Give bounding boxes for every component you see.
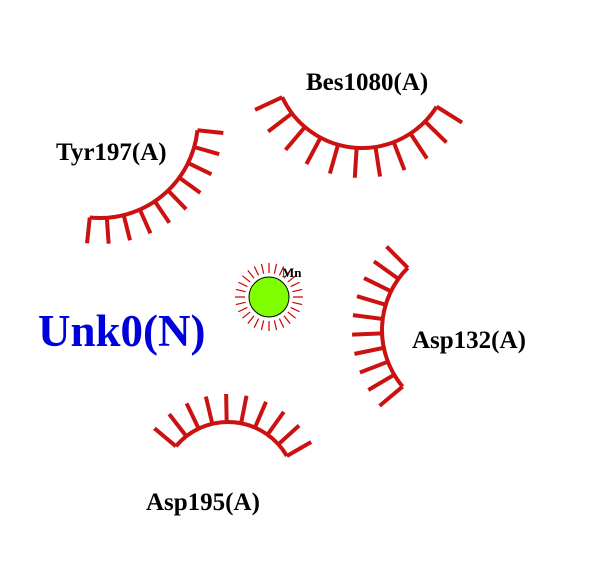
contact-tick <box>352 331 383 337</box>
metal-ray <box>273 320 278 331</box>
metal-ray <box>283 315 291 324</box>
contact-tick <box>391 141 407 171</box>
metal-rays <box>235 263 303 331</box>
metal-ray <box>242 311 251 319</box>
contact-tick <box>304 136 323 166</box>
contact-tick <box>203 396 215 425</box>
contact-tick <box>277 424 301 446</box>
contact-tick <box>239 395 249 424</box>
arc-asp132 <box>352 245 410 408</box>
contact-arc <box>280 96 439 150</box>
contact-tick <box>187 161 213 177</box>
metal-ray <box>287 311 296 319</box>
metal-ray <box>238 281 248 288</box>
residue-label-bes1080: Bes1080(A) <box>306 69 428 96</box>
metal-label: Mn <box>282 265 302 280</box>
contact-arc <box>380 266 410 388</box>
metal-ray <box>283 270 291 279</box>
contact-tick <box>224 393 229 423</box>
contact-tick <box>435 104 464 125</box>
contact-tick <box>184 402 201 430</box>
contact-tick <box>167 412 188 438</box>
contact-tick <box>352 147 359 178</box>
contact-tick <box>193 145 220 157</box>
contact-arc <box>174 420 289 458</box>
metal-ray <box>253 318 260 328</box>
contact-tick <box>265 410 286 436</box>
contact-tick <box>373 146 383 177</box>
contact-tick <box>138 208 153 235</box>
ligand-label: Unk0(N) <box>38 306 206 356</box>
contact-arc <box>89 130 200 220</box>
contact-tick <box>327 144 340 175</box>
contact-tick <box>153 200 171 224</box>
contact-tick <box>408 132 429 160</box>
residue-label-asp195: Asp195(A) <box>146 489 260 516</box>
contact-tick <box>253 401 268 429</box>
contact-tick <box>352 313 383 321</box>
metal-ray <box>292 301 303 306</box>
contact-tick <box>266 111 294 134</box>
contact-tick <box>85 217 92 244</box>
contact-tick <box>354 345 385 356</box>
metal-ray <box>235 301 246 306</box>
contact-tick <box>121 214 132 241</box>
arc-bes1080 <box>254 95 464 178</box>
contact-tick <box>359 359 389 375</box>
metal-ray <box>292 288 303 293</box>
contact-tick <box>197 128 224 135</box>
contact-tick <box>104 217 111 244</box>
metal-ray <box>242 275 251 283</box>
contact-tick <box>356 294 387 307</box>
contact-tick <box>285 440 313 458</box>
metal-atom <box>248 276 290 318</box>
metal-ray <box>278 318 285 328</box>
contact-tick <box>166 189 188 211</box>
contact-tick <box>423 120 448 144</box>
contact-tick <box>153 426 178 448</box>
contact-tick <box>178 175 202 195</box>
metal-ray <box>253 266 260 276</box>
contact-tick <box>367 373 396 392</box>
contact-tick <box>372 259 400 281</box>
contact-tick <box>254 95 284 112</box>
arc-asp195 <box>153 393 313 458</box>
metal-ray <box>235 288 246 293</box>
metal-ray <box>287 275 296 283</box>
metal-ray <box>278 266 285 276</box>
metal-ray <box>247 315 255 324</box>
metal-ray <box>273 263 278 274</box>
metal-ray <box>260 263 265 274</box>
metal-ray <box>260 320 265 331</box>
contact-tick <box>378 385 404 408</box>
metal-ray <box>238 306 248 313</box>
metal-ray <box>290 281 300 288</box>
metal-ray <box>290 306 300 313</box>
residue-label-tyr197: Tyr197(A) <box>56 139 167 166</box>
arc-tyr197 <box>85 128 224 244</box>
metal-ray <box>247 270 255 279</box>
contact-tick <box>283 125 307 152</box>
contact-tick <box>385 245 410 270</box>
contact-tick <box>363 276 392 294</box>
residue-label-asp132: Asp132(A) <box>412 327 526 354</box>
